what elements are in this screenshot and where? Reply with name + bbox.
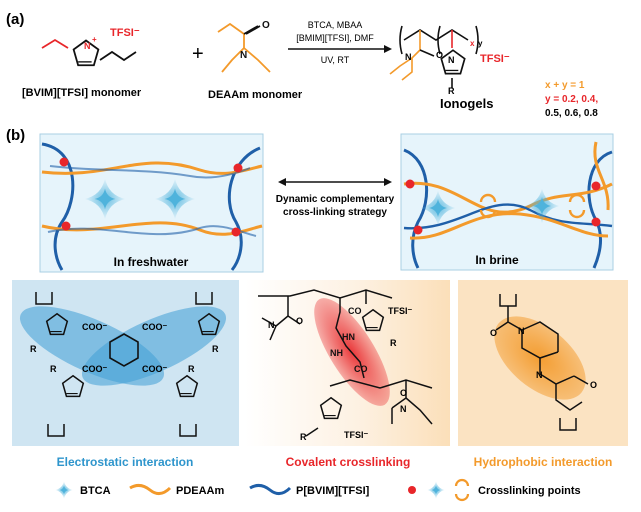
coo-label: COO⁻ [142, 322, 168, 332]
sub-x: x [470, 39, 475, 48]
coo-label: COO⁻ [82, 364, 108, 374]
legend-pbvim: P[BVIM][TFSI] [296, 485, 370, 497]
bvim-monomer-structure [41, 38, 137, 67]
ratio-line3: 0.5, 0.6, 0.8 [545, 108, 598, 119]
brine-label: In brine [475, 253, 519, 267]
product-counterion: TFSI⁻ [480, 53, 510, 65]
svg-text:R: R [448, 86, 455, 96]
nh-label: NH [330, 348, 343, 358]
hydrophobic-title: Hydrophobic interaction [474, 455, 613, 469]
svg-text:O: O [296, 316, 303, 326]
legend-pdeaam: PDEAAm [176, 485, 225, 497]
conditions-line1: BTCA, MBAA [308, 20, 363, 30]
freshwater-network [39, 133, 264, 273]
r-label: R [300, 432, 307, 442]
hydrophobic-legend-icon [454, 478, 470, 502]
svg-text:O: O [590, 380, 597, 390]
hydrophobic-box: O N N O [458, 280, 628, 446]
co-label: CO [348, 306, 362, 316]
monomer1-name: [BVIM][TFSI] monomer [22, 87, 142, 99]
panel-b-label: (b) [6, 127, 25, 144]
pbvim-legend-icon [249, 483, 292, 495]
svg-text:N: N [536, 370, 543, 380]
covalent-title: Covalent crosslinking [286, 455, 411, 469]
panel-b: (b) In freshwater Dynamic complementary … [6, 127, 628, 469]
panel-a-label: (a) [6, 11, 24, 28]
brine-network [400, 133, 614, 271]
ionogel-structure [389, 25, 479, 88]
svg-text:O: O [262, 20, 270, 31]
ratio-line1: x + y = 1 [545, 80, 585, 91]
r-label: R [188, 364, 195, 374]
hydrophobic-crosslink-icon [479, 193, 586, 219]
strategy-line2: cross-linking strategy [283, 207, 387, 218]
electrostatic-title: Electrostatic interaction [57, 455, 194, 469]
crosslink-point [405, 179, 415, 189]
tfsi-label: TFSI⁻ [344, 430, 368, 440]
crosslink-point [591, 217, 601, 227]
coo-label: COO⁻ [142, 364, 168, 374]
monomer1-counterion: TFSI⁻ [110, 27, 140, 39]
btca-star-legend-icon [427, 481, 445, 499]
legend: BTCA PDEAAm P[BVIM][TFSI] Crosslinking p… [55, 478, 581, 502]
svg-text:N: N [405, 52, 412, 62]
svg-text:O: O [400, 388, 407, 398]
tfsi-label: TFSI⁻ [388, 306, 412, 316]
svg-text:+: + [92, 35, 97, 44]
legend-points: Crosslinking points [478, 485, 581, 497]
svg-text:O: O [490, 328, 497, 338]
svg-text:N: N [400, 404, 407, 414]
r-label: R [30, 344, 37, 354]
electrostatic-box: COO⁻ COO⁻ COO⁻ COO⁻ R R R R [12, 280, 239, 446]
coo-label: COO⁻ [82, 322, 108, 332]
crosslink-point [233, 163, 243, 173]
crosslink-point [61, 221, 71, 231]
pdeaam-legend-icon [129, 483, 172, 495]
svg-text:N: N [84, 41, 91, 51]
svg-text:N: N [448, 55, 455, 65]
svg-text:N: N [518, 326, 525, 336]
hn-label: HN [342, 332, 355, 342]
crosslink-point [59, 157, 69, 167]
freshwater-label: In freshwater [114, 255, 189, 269]
r-label: R [390, 338, 397, 348]
svg-text:N: N [268, 320, 275, 330]
legend-btca: BTCA [80, 485, 111, 497]
panel-a: (a) N + TFSI⁻ [BVIM][TFSI] monomer + O N… [6, 11, 598, 119]
conditions-line3: UV, RT [321, 55, 350, 65]
crosslink-dot-legend-icon [408, 486, 416, 494]
covalent-box: O N CO HN NH CO TFSI⁻ R O N R TFSI⁻ [245, 280, 450, 446]
crosslink-point [231, 227, 241, 237]
r-label: R [50, 364, 57, 374]
r-label: R [212, 344, 219, 354]
btca-legend-icon [55, 481, 73, 499]
ratio-line2: y = 0.2, 0.4, [545, 94, 598, 105]
svg-text:N: N [240, 50, 247, 61]
product-name: Ionogels [440, 96, 493, 111]
crosslink-point [413, 225, 423, 235]
monomer2-name: DEAAm monomer [208, 89, 303, 101]
conditions-line2: [BMIM][TFSI], DMF [296, 33, 374, 43]
co-label: CO [354, 364, 368, 374]
svg-text:O: O [436, 50, 443, 60]
plus-sign: + [192, 43, 204, 65]
crosslink-point [591, 181, 601, 191]
sub-y: y [478, 39, 483, 48]
strategy-line1: Dynamic complementary [276, 194, 395, 205]
deaam-monomer-structure [217, 22, 271, 73]
